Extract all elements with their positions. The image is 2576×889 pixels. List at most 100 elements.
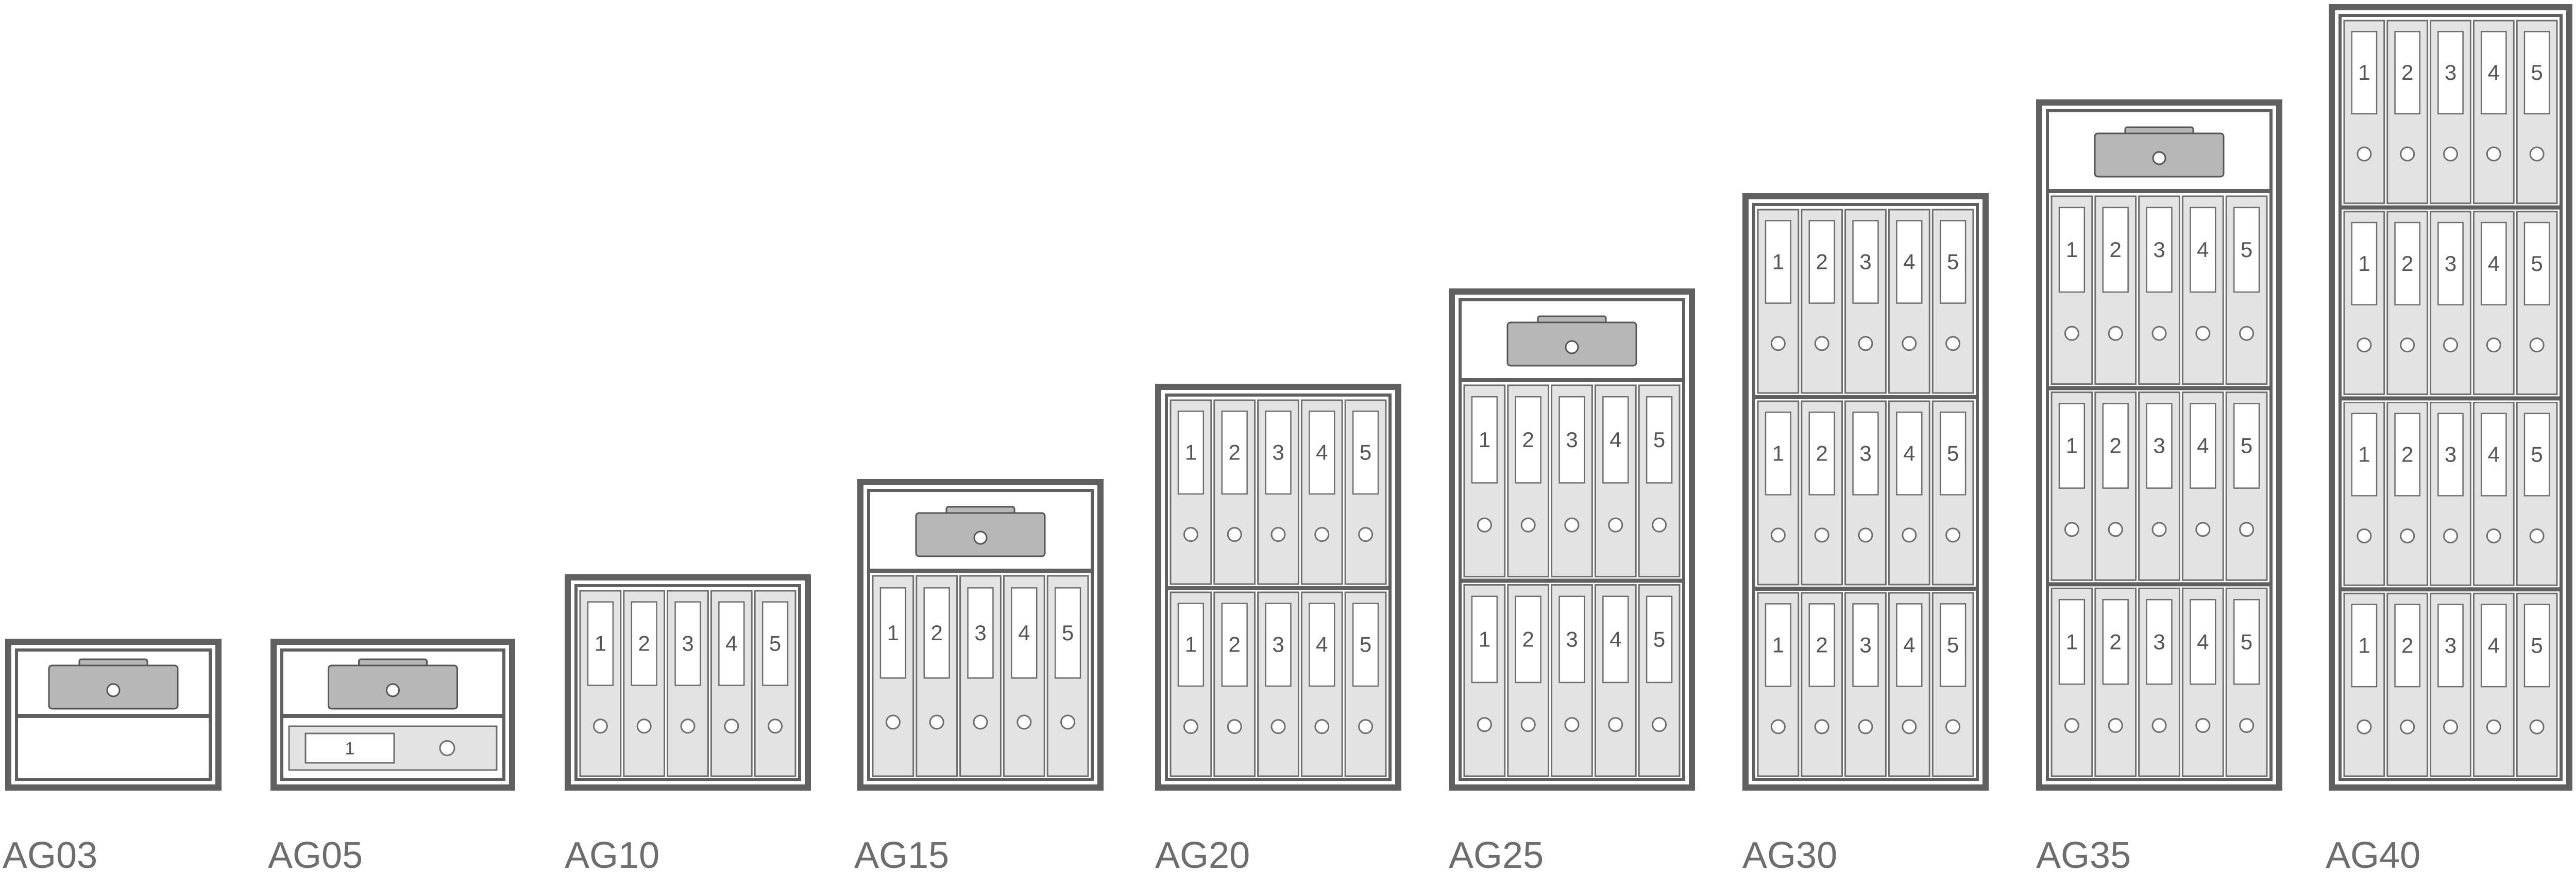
cash-box-lock-icon	[386, 683, 400, 697]
binder-number: 5	[2531, 633, 2543, 657]
binder: 1	[2050, 195, 2093, 385]
binder: 5	[1344, 591, 1387, 777]
binder-number: 3	[1272, 632, 1284, 657]
binder-label	[1471, 396, 1498, 484]
binder-label	[2058, 599, 2086, 685]
binder-label	[2480, 221, 2507, 305]
binder-number: 2	[1229, 440, 1241, 465]
binder: 5	[754, 590, 796, 777]
binder-number: 1	[1185, 440, 1197, 465]
binder-ring-icon	[1858, 336, 1873, 351]
binder: 3	[2138, 391, 2180, 581]
binder: 1	[2343, 402, 2385, 586]
binder-label	[2190, 207, 2216, 293]
binder-ring-icon	[2151, 326, 2167, 341]
binder-number: 1	[1479, 627, 1490, 651]
binder: 3	[1844, 592, 1887, 777]
binder-number: 5	[1360, 632, 1371, 657]
binder-label	[1808, 603, 1835, 687]
binder: 1	[2343, 592, 2385, 777]
binder: 1	[2050, 391, 2093, 581]
binder-number: 1	[2066, 237, 2078, 262]
binder-number: 1	[1772, 632, 1784, 657]
binder-number: 5	[1062, 621, 1074, 645]
binder-number: 5	[2531, 251, 2543, 276]
binder-ring-icon	[2443, 528, 2458, 543]
binder: 1	[2343, 211, 2385, 395]
binder-label	[718, 601, 745, 686]
binder: 4	[710, 590, 753, 777]
binder-ring-icon	[2195, 326, 2211, 341]
binder-ring-icon	[973, 714, 988, 730]
binder: 4	[1594, 384, 1637, 577]
binder-number: 5	[1653, 428, 1665, 452]
binder-number: 3	[2153, 434, 2165, 458]
binder: 2	[1801, 592, 1843, 777]
binder-ring-icon	[2239, 326, 2255, 341]
binder: 5	[1931, 400, 1974, 586]
binder-label	[2437, 413, 2464, 497]
binder-ring-icon	[2064, 326, 2079, 341]
binder-ring-icon	[1814, 719, 1829, 734]
binder: 3	[1551, 584, 1593, 777]
model-label: AG03	[3, 835, 97, 876]
cash-box-lock-icon	[1565, 340, 1579, 354]
binder-ring-icon	[1183, 527, 1198, 542]
binder: 3	[2138, 195, 2180, 385]
binder-label	[2058, 207, 2086, 293]
binder-number: 4	[1609, 627, 1621, 651]
binder: 4	[2472, 211, 2515, 395]
binder: 4	[2472, 592, 2515, 777]
binder-label	[1471, 595, 1498, 683]
binder-label	[2394, 221, 2421, 305]
binder-ring-icon	[768, 719, 783, 734]
model-label: AG10	[565, 835, 659, 876]
binder: 5	[2225, 391, 2268, 581]
binder-ring-icon	[1477, 517, 1492, 533]
binder-label	[2480, 413, 2507, 497]
binder-number: 5	[769, 631, 781, 656]
binder-label	[2102, 403, 2129, 489]
binder-label	[1765, 603, 1792, 687]
binder-ring-icon	[1183, 719, 1198, 734]
binder-ring-icon	[1652, 717, 1667, 732]
binder: 2	[623, 590, 666, 777]
binder-number: 2	[2401, 442, 2413, 467]
binder: 4	[1888, 592, 1930, 777]
binder-ring-icon	[2151, 522, 2167, 537]
binder-label	[879, 587, 907, 679]
binder-ring-icon	[2108, 326, 2123, 341]
binder-number: 3	[1859, 249, 1871, 273]
binder-label	[2523, 31, 2550, 115]
binder-number: 2	[2401, 251, 2413, 276]
binder: 5	[2225, 587, 2268, 777]
binder: 4	[2181, 195, 2224, 385]
binder: 2	[1801, 400, 1843, 586]
binder-number: 4	[2197, 237, 2209, 262]
binder-ring-icon	[1270, 719, 1286, 734]
binder-label	[1265, 603, 1292, 687]
binder-label	[1602, 396, 1629, 484]
binder: 3	[2138, 587, 2180, 777]
binder: 5	[2225, 195, 2268, 385]
binder-number: 1	[1185, 632, 1197, 657]
binder-label	[2233, 599, 2260, 685]
binder-label	[923, 587, 950, 679]
model-label: AG05	[268, 835, 363, 876]
binder-label	[2437, 31, 2464, 115]
binder-ring-icon	[1814, 336, 1829, 351]
binder-ring-icon	[1520, 717, 1536, 732]
binder-ring-icon	[2443, 337, 2458, 353]
model-label: AG30	[1742, 835, 1837, 876]
binder-label	[1558, 595, 1585, 683]
binder: 1	[2050, 587, 2093, 777]
binder-ring-icon	[1902, 527, 1917, 543]
binder-number: 5	[2241, 629, 2252, 654]
binder: 5	[1344, 399, 1387, 585]
binder-label	[2190, 403, 2216, 489]
